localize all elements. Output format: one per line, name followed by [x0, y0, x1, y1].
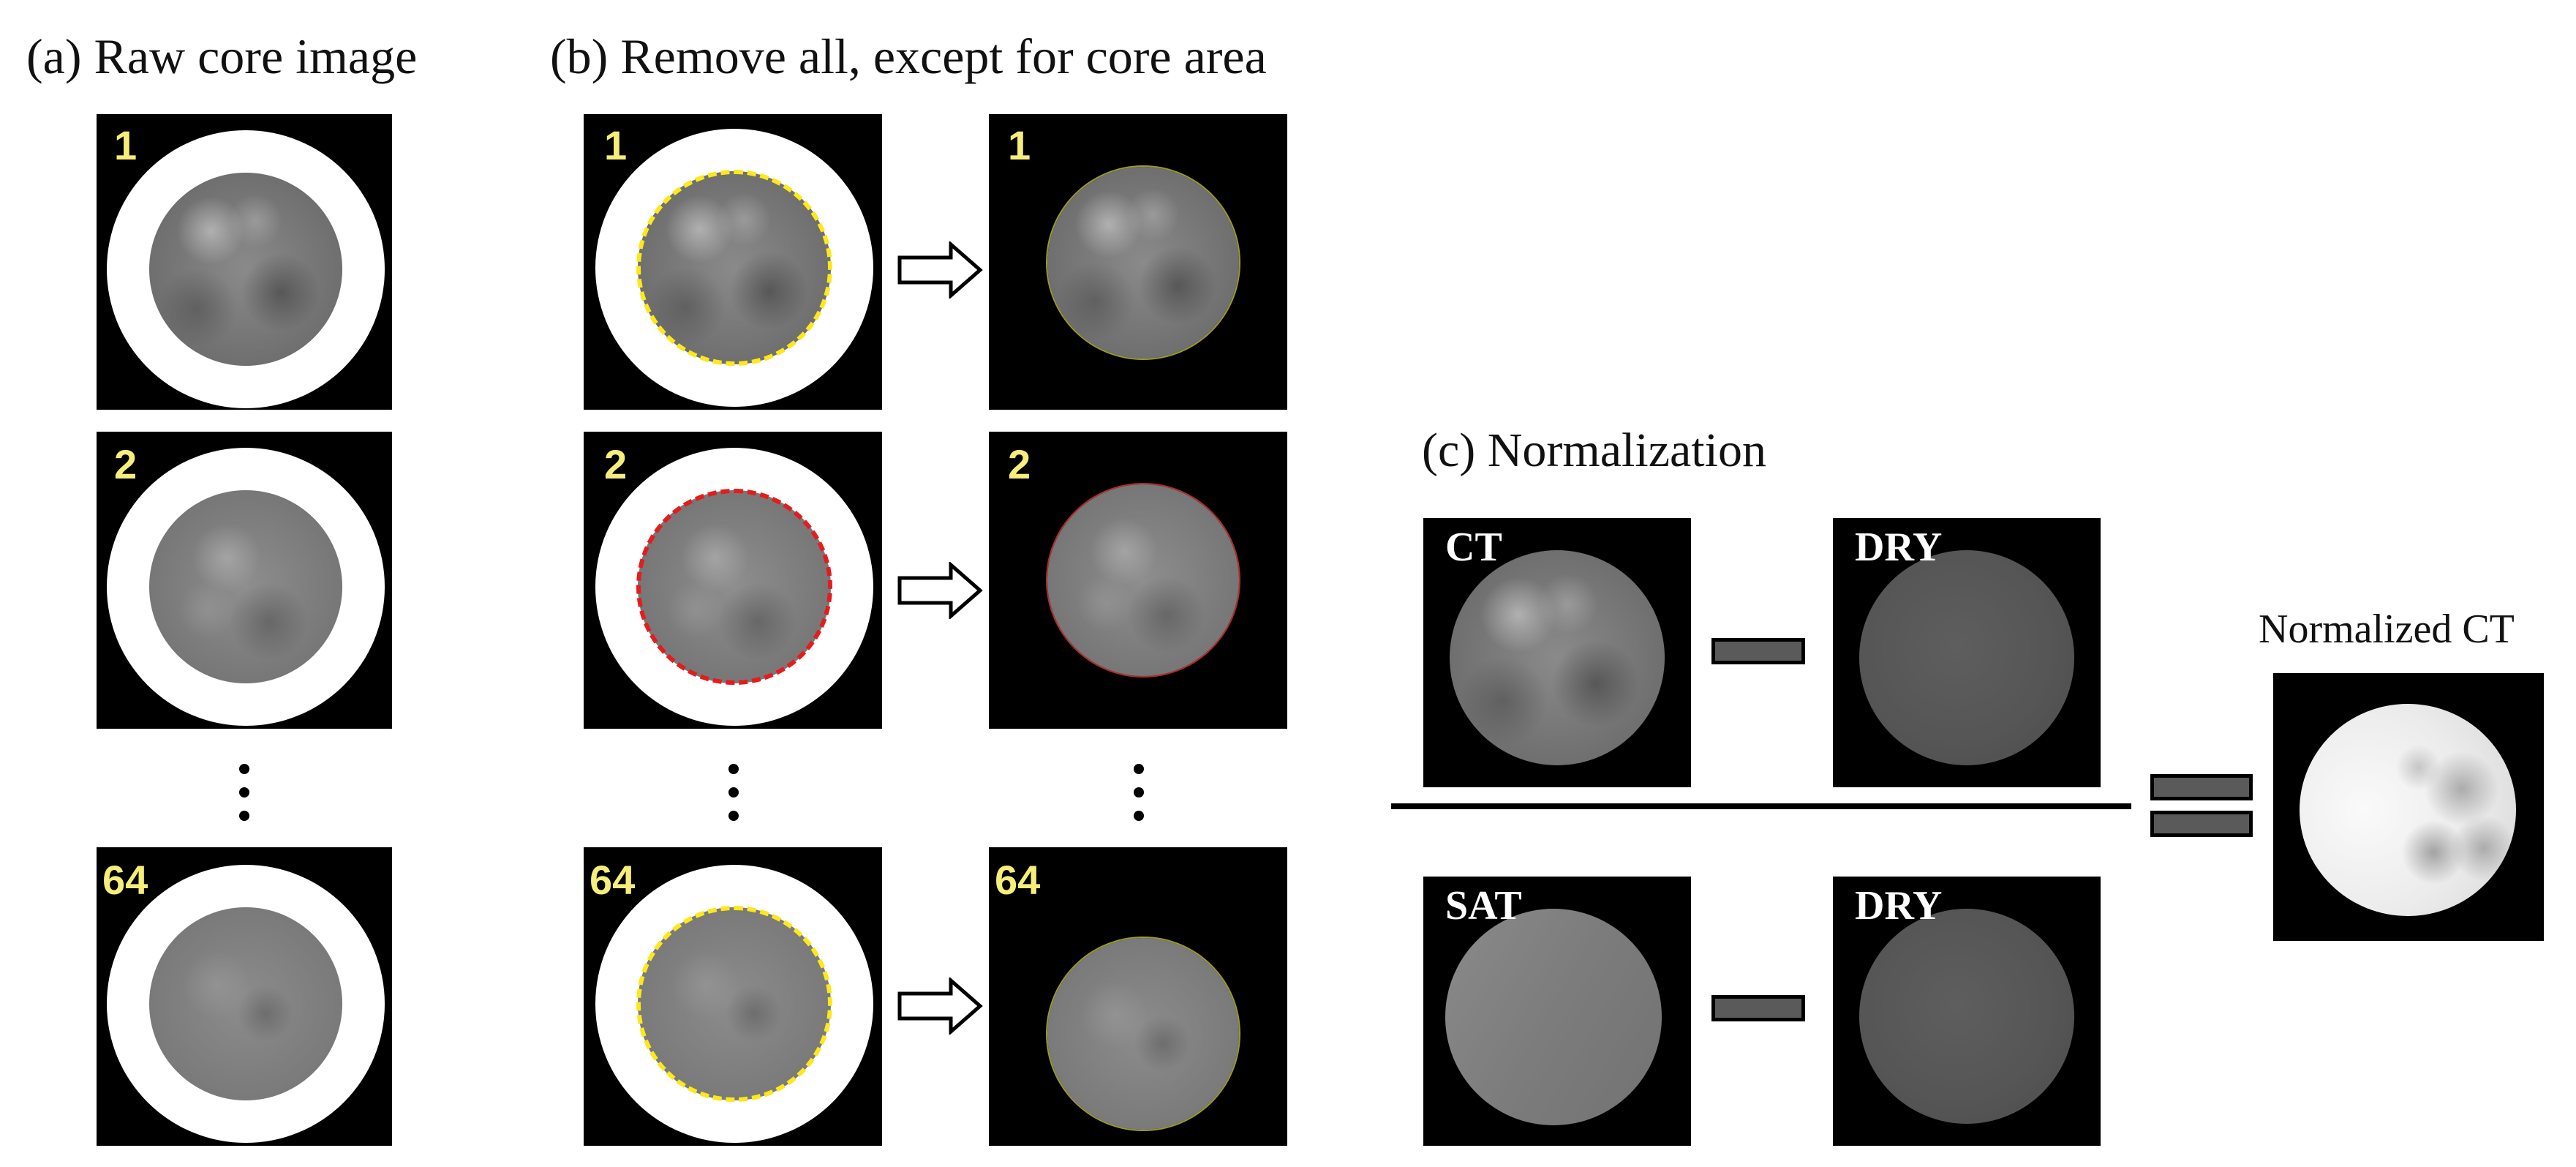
- slice-number-label: 64: [590, 857, 636, 903]
- red-dashed-mask-outline: [636, 489, 832, 685]
- masked-slice-1-frame: 1: [584, 114, 882, 410]
- sat-label: SAT: [1445, 883, 1522, 928]
- vertical-ellipsis-icon: [239, 764, 249, 834]
- raw-slice-1-frame: 1: [97, 114, 392, 410]
- slice-number-label: 1: [604, 122, 628, 168]
- core-cross-section: [1859, 550, 2074, 765]
- vertical-ellipsis-icon: [728, 764, 739, 834]
- slice-number-label: 2: [604, 441, 628, 487]
- yellow-dashed-mask-outline: [636, 170, 832, 366]
- dry-image-frame-top: DRY: [1833, 518, 2101, 787]
- core-cross-section: [149, 173, 342, 366]
- sat-image-frame: SAT: [1423, 877, 1691, 1146]
- caption-raw-core-image: (a) Raw core image: [26, 29, 418, 84]
- dry-label: DRY: [1855, 883, 1943, 928]
- caption-normalization: (c) Normalization: [1422, 424, 1766, 477]
- minus-sign-icon: [1711, 995, 1805, 1021]
- slice-number-label: 1: [1008, 122, 1031, 168]
- yellow-dashed-mask-outline: [636, 906, 832, 1102]
- core-cross-section: [1047, 167, 1239, 359]
- core-cross-section: [2300, 704, 2516, 916]
- core-cross-section: [1047, 484, 1239, 676]
- caption-normalized-ct: Normalized CT: [2259, 607, 2515, 652]
- core-cross-section: [149, 907, 342, 1100]
- raw-slice-64-frame: 64: [97, 847, 392, 1146]
- slice-number-label: 2: [114, 441, 138, 487]
- equals-sign-icon: [2150, 774, 2253, 840]
- core-cross-section: [149, 490, 342, 683]
- extracted-core-64-frame: 64: [989, 847, 1287, 1146]
- slice-number-label: 2: [1008, 441, 1031, 487]
- right-outline-arrow-icon: [897, 241, 983, 299]
- slice-number-label: 64: [102, 857, 148, 903]
- core-cross-section: [1450, 550, 1665, 765]
- masked-slice-64-frame: 64: [584, 847, 882, 1146]
- extracted-core-1-frame: 1: [989, 114, 1287, 410]
- dry-image-frame-bottom: DRY: [1833, 877, 2101, 1146]
- right-outline-arrow-icon: [897, 977, 983, 1035]
- fraction-bar: [1391, 803, 2131, 809]
- raw-slice-2-frame: 2: [97, 432, 392, 729]
- core-cross-section: [1445, 909, 1662, 1125]
- vertical-ellipsis-icon: [1134, 764, 1144, 834]
- right-outline-arrow-icon: [897, 562, 983, 619]
- masked-slice-2-frame: 2: [584, 432, 882, 729]
- slice-number-label: 64: [995, 857, 1041, 903]
- dry-label: DRY: [1855, 525, 1943, 570]
- minus-sign-icon: [1711, 638, 1805, 664]
- normalized-ct-frame: [2273, 673, 2544, 941]
- core-cross-section: [1859, 909, 2074, 1124]
- ct-image-frame: CT: [1423, 518, 1691, 787]
- core-cross-section: [1047, 938, 1239, 1130]
- caption-remove-all-except-core: (b) Remove all, except for core area: [550, 29, 1267, 84]
- ct-label: CT: [1445, 525, 1502, 570]
- extracted-core-2-frame: 2: [989, 432, 1287, 729]
- slice-number-label: 1: [114, 122, 138, 168]
